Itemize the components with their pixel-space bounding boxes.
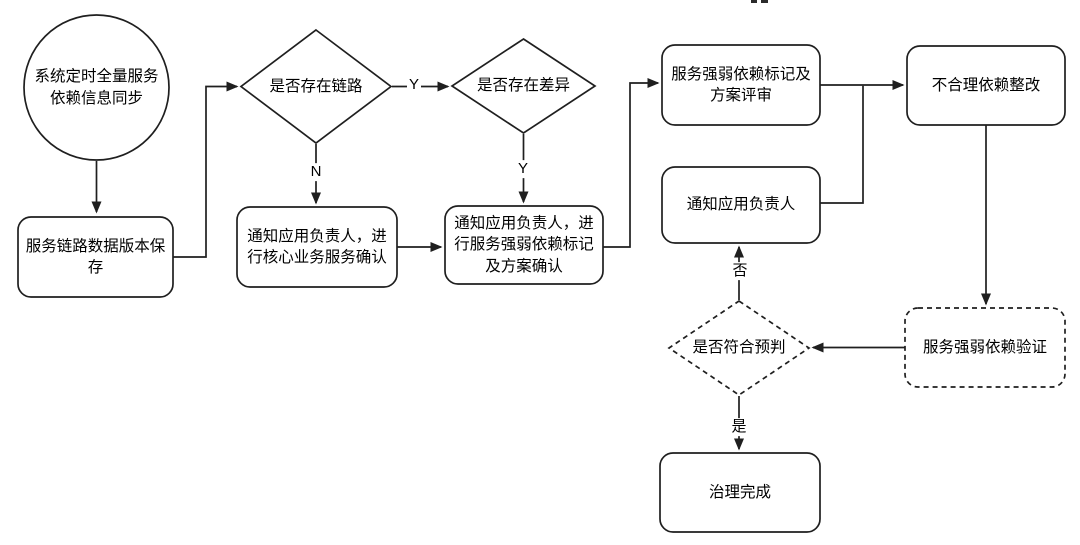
- node-mark-review-shape: [661, 44, 821, 126]
- node-sync-circle-shape: [23, 14, 170, 161]
- cropped-glyph-artifact: [751, 0, 768, 3]
- edge-notifymark-to-review: [603, 78, 660, 248]
- node-has-link-shape: [239, 28, 393, 145]
- node-done-shape: [659, 452, 821, 533]
- node-notify-core-shape: [236, 206, 398, 288]
- node-match-judge-shape: [667, 299, 811, 397]
- node-rectify-shape: [906, 45, 1066, 126]
- edge-save-to-haslink: [173, 81, 239, 258]
- edge-owner-join: [820, 85, 864, 204]
- node-notify-owner-shape: [661, 166, 821, 244]
- node-verify-shape: [904, 307, 1066, 388]
- node-notify-mark-shape: [444, 205, 604, 285]
- node-save-version-shape: [17, 216, 174, 298]
- node-has-diff-shape: [450, 37, 597, 135]
